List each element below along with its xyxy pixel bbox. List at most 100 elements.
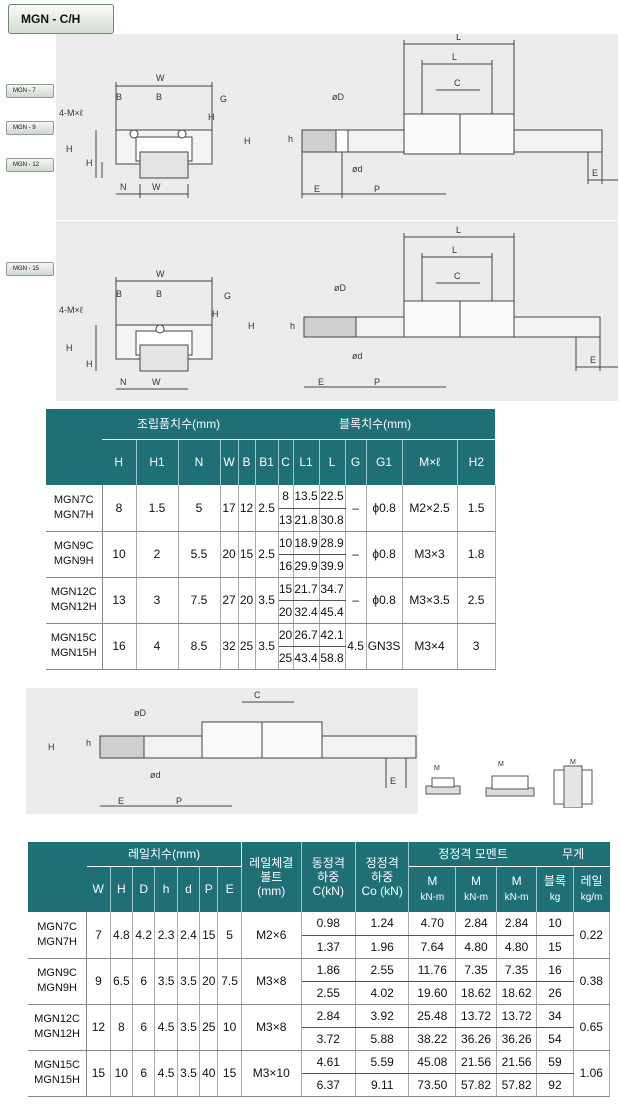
cell-mx: 2.84 bbox=[455, 912, 497, 936]
cell-blk: 15 bbox=[536, 935, 574, 959]
cell-c: 4.61 bbox=[301, 1050, 357, 1074]
label-e: E bbox=[318, 377, 324, 387]
cell-l1: 26.7 bbox=[293, 623, 320, 647]
cell-l: 39.9 bbox=[319, 554, 346, 578]
cell-g1: GN3S bbox=[366, 623, 403, 670]
label-h-small: h bbox=[288, 134, 293, 144]
cell-g1: ϕ0.8 bbox=[366, 485, 403, 532]
cell-h: 10 bbox=[102, 531, 137, 578]
cell-b: 12 bbox=[238, 485, 256, 532]
cell-h: 3.5 bbox=[154, 958, 178, 1005]
cell-my: 21.56 bbox=[496, 1050, 538, 1074]
moment-mo-icon: M bbox=[425, 765, 461, 795]
cell-wr: 12 bbox=[86, 1004, 111, 1051]
cell-w: 17 bbox=[220, 485, 239, 532]
cell-c: 15 bbox=[278, 577, 294, 601]
cell-l: 22.5 bbox=[319, 485, 346, 509]
cell-my: 7.35 bbox=[496, 958, 538, 982]
cell-m: M3×3 bbox=[402, 531, 458, 578]
cell-g: – bbox=[345, 531, 367, 578]
label-hr: H bbox=[48, 742, 55, 752]
cell-g: 4.5 bbox=[345, 623, 367, 670]
label-l1: L bbox=[452, 245, 457, 255]
cell-d: 6 bbox=[132, 1004, 156, 1051]
cell-c0: 5.59 bbox=[355, 1050, 410, 1074]
label-h-small: h bbox=[290, 321, 295, 331]
model-tab-mgn9[interactable]: MGN - 9 bbox=[6, 121, 54, 135]
cell-m: M3×4 bbox=[402, 623, 458, 670]
label-c: C bbox=[454, 271, 461, 281]
label-p: P bbox=[176, 796, 182, 806]
cell-c0: 3.92 bbox=[355, 1004, 410, 1028]
cell-my: 2.84 bbox=[496, 912, 538, 936]
model-tab-mgn15[interactable]: MGN - 15 bbox=[6, 262, 54, 276]
cell-rail-weight: 1.06 bbox=[573, 1050, 611, 1097]
cell-g: – bbox=[345, 577, 367, 624]
cell-mo: 38.22 bbox=[408, 1027, 457, 1051]
t1-col-l: L bbox=[319, 439, 346, 485]
cell-h: 4.5 bbox=[154, 1050, 178, 1097]
cell-b: 15 bbox=[238, 531, 256, 578]
label-gn: G bbox=[220, 94, 227, 104]
cell-rail-weight: 0.38 bbox=[573, 958, 611, 1005]
cell-mo: 11.76 bbox=[408, 958, 457, 982]
cell-mx: 7.35 bbox=[455, 958, 497, 982]
cell-b1: 2.5 bbox=[255, 485, 279, 532]
t2-col-wr: W bbox=[86, 866, 111, 912]
cell-p: 20 bbox=[199, 958, 219, 1005]
label-b: B bbox=[156, 289, 162, 299]
cell-h1: 4 bbox=[136, 623, 179, 670]
cell-d: 4.2 bbox=[132, 912, 156, 959]
cell-h1: 1.5 bbox=[136, 485, 179, 532]
cell-bolt: M3×10 bbox=[241, 1050, 302, 1097]
cell-b1: 3.5 bbox=[255, 577, 279, 624]
label-d-lower: ød bbox=[352, 351, 363, 361]
moment-icons: M M M bbox=[425, 759, 593, 808]
label-b: B bbox=[156, 92, 162, 102]
cell-wr: 7 bbox=[86, 912, 111, 959]
t1-corner bbox=[46, 409, 102, 485]
t1-col-c: C bbox=[278, 439, 294, 485]
cell-h: 4.5 bbox=[154, 1004, 178, 1051]
label-gn: G bbox=[224, 291, 231, 301]
cell-n: 7.5 bbox=[178, 577, 221, 624]
label-wr: W bbox=[152, 377, 161, 387]
cell-e: 5 bbox=[217, 912, 242, 959]
label-n: N bbox=[120, 182, 127, 192]
cell-l: 42.1 bbox=[319, 623, 346, 647]
cell-hr: 6.5 bbox=[110, 958, 134, 1005]
cell-w: 27 bbox=[220, 577, 239, 624]
cell-b1: 3.5 bbox=[255, 623, 279, 670]
model-tab-mgn7[interactable]: MGN - 7 bbox=[6, 84, 54, 98]
model-tab-mgn12[interactable]: MGN - 12 bbox=[6, 158, 54, 172]
t2-group-rail: 레일치수(mm) bbox=[86, 842, 242, 867]
t1-col-mxl: M×ℓ bbox=[402, 439, 458, 485]
cell-mo: 73.50 bbox=[408, 1073, 457, 1097]
cell-h: 2.3 bbox=[154, 912, 178, 959]
t1-col-n: N bbox=[178, 439, 221, 485]
cell-my: 4.80 bbox=[496, 935, 538, 959]
cell-h: 13 bbox=[102, 577, 137, 624]
cell-w: 20 bbox=[220, 531, 239, 578]
cell-l1: 18.9 bbox=[293, 531, 320, 555]
label-d-lower: ød bbox=[150, 770, 161, 780]
cell-c: 25 bbox=[278, 646, 294, 670]
cell-l1: 21.7 bbox=[293, 577, 320, 601]
label-l: L bbox=[456, 225, 461, 235]
cell-blk: 26 bbox=[536, 981, 574, 1005]
label-w: W bbox=[156, 269, 165, 279]
t2-col-e: E bbox=[217, 866, 242, 912]
label-e-right: E bbox=[590, 355, 596, 365]
